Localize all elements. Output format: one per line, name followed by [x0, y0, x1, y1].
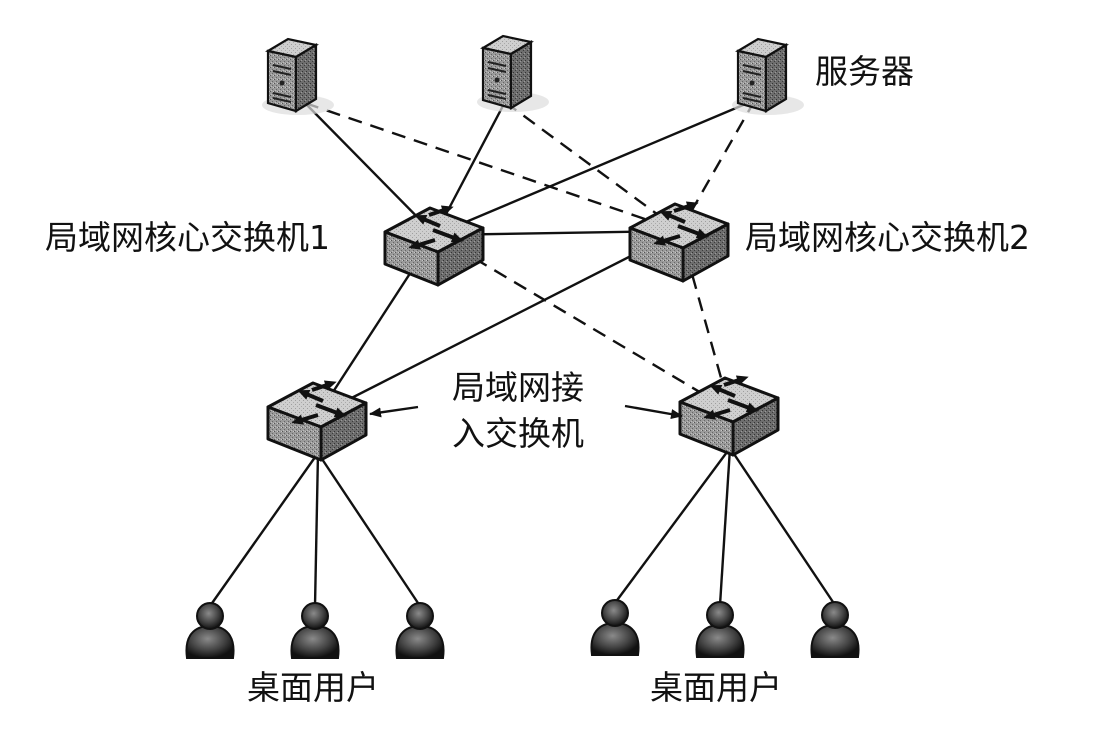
annotations-layer	[369, 404, 683, 420]
link-access-switch-right-to-user-r3	[729, 447, 836, 606]
switch-arrows-icon	[703, 375, 759, 420]
user-r2-user-icon	[695, 601, 745, 658]
user-r3-user-icon	[810, 601, 860, 658]
core-switch-2-switch-icon	[628, 201, 730, 283]
user-l2-user-icon	[290, 602, 340, 659]
nodes-layer	[185, 34, 860, 659]
link-access-switch-right-to-user-r1	[614, 447, 731, 604]
user-r1-user-icon	[590, 599, 640, 656]
links-layer	[209, 98, 836, 607]
access-switch-label-line1: 局域网接	[452, 368, 584, 407]
link-access-switch-left-to-user-l2	[313, 452, 320, 607]
link-server-2-to-core-switch-2	[504, 101, 681, 232]
core-switch-1-switch-icon	[383, 205, 485, 287]
link-server-1-to-core-switch-2	[304, 101, 681, 233]
server-1-server-icon	[262, 37, 334, 115]
server-3-server-icon	[732, 37, 804, 115]
core-switch-1-label: 局域网核心交换机1	[45, 218, 330, 257]
access-switch-label-line2: 入交换机	[452, 414, 584, 453]
servers-label: 服务器	[815, 52, 914, 91]
link-core-switch-2-to-access-switch-left	[317, 229, 681, 417]
desktop-users-left-label: 桌面用户	[247, 668, 379, 707]
desktop-users-right-label: 桌面用户	[650, 668, 782, 707]
link-access-switch-right-to-user-r2	[718, 447, 732, 606]
user-l1-user-icon	[185, 602, 235, 659]
annotation-arrow-access-switch-left	[369, 405, 419, 418]
core-switch-2-label: 局域网核心交换机2	[745, 218, 1030, 257]
switch-arrows-icon	[653, 201, 709, 246]
link-server-3-to-core-switch-1	[434, 98, 756, 237]
switch-arrows-icon	[408, 205, 464, 250]
link-access-switch-left-to-user-l3	[317, 452, 421, 607]
switch-arrows-icon	[291, 380, 347, 425]
link-core-switch-1-to-access-switch-right	[434, 233, 731, 412]
link-access-switch-left-to-user-l1	[209, 452, 319, 607]
access-switch-left-switch-icon	[266, 380, 368, 462]
server-2-server-icon	[477, 34, 549, 112]
access-switch-right-switch-icon	[678, 375, 780, 457]
user-l3-user-icon	[395, 602, 445, 659]
annotation-arrow-access-switch-right	[624, 404, 683, 420]
link-server-1-to-core-switch-1	[304, 102, 436, 236]
